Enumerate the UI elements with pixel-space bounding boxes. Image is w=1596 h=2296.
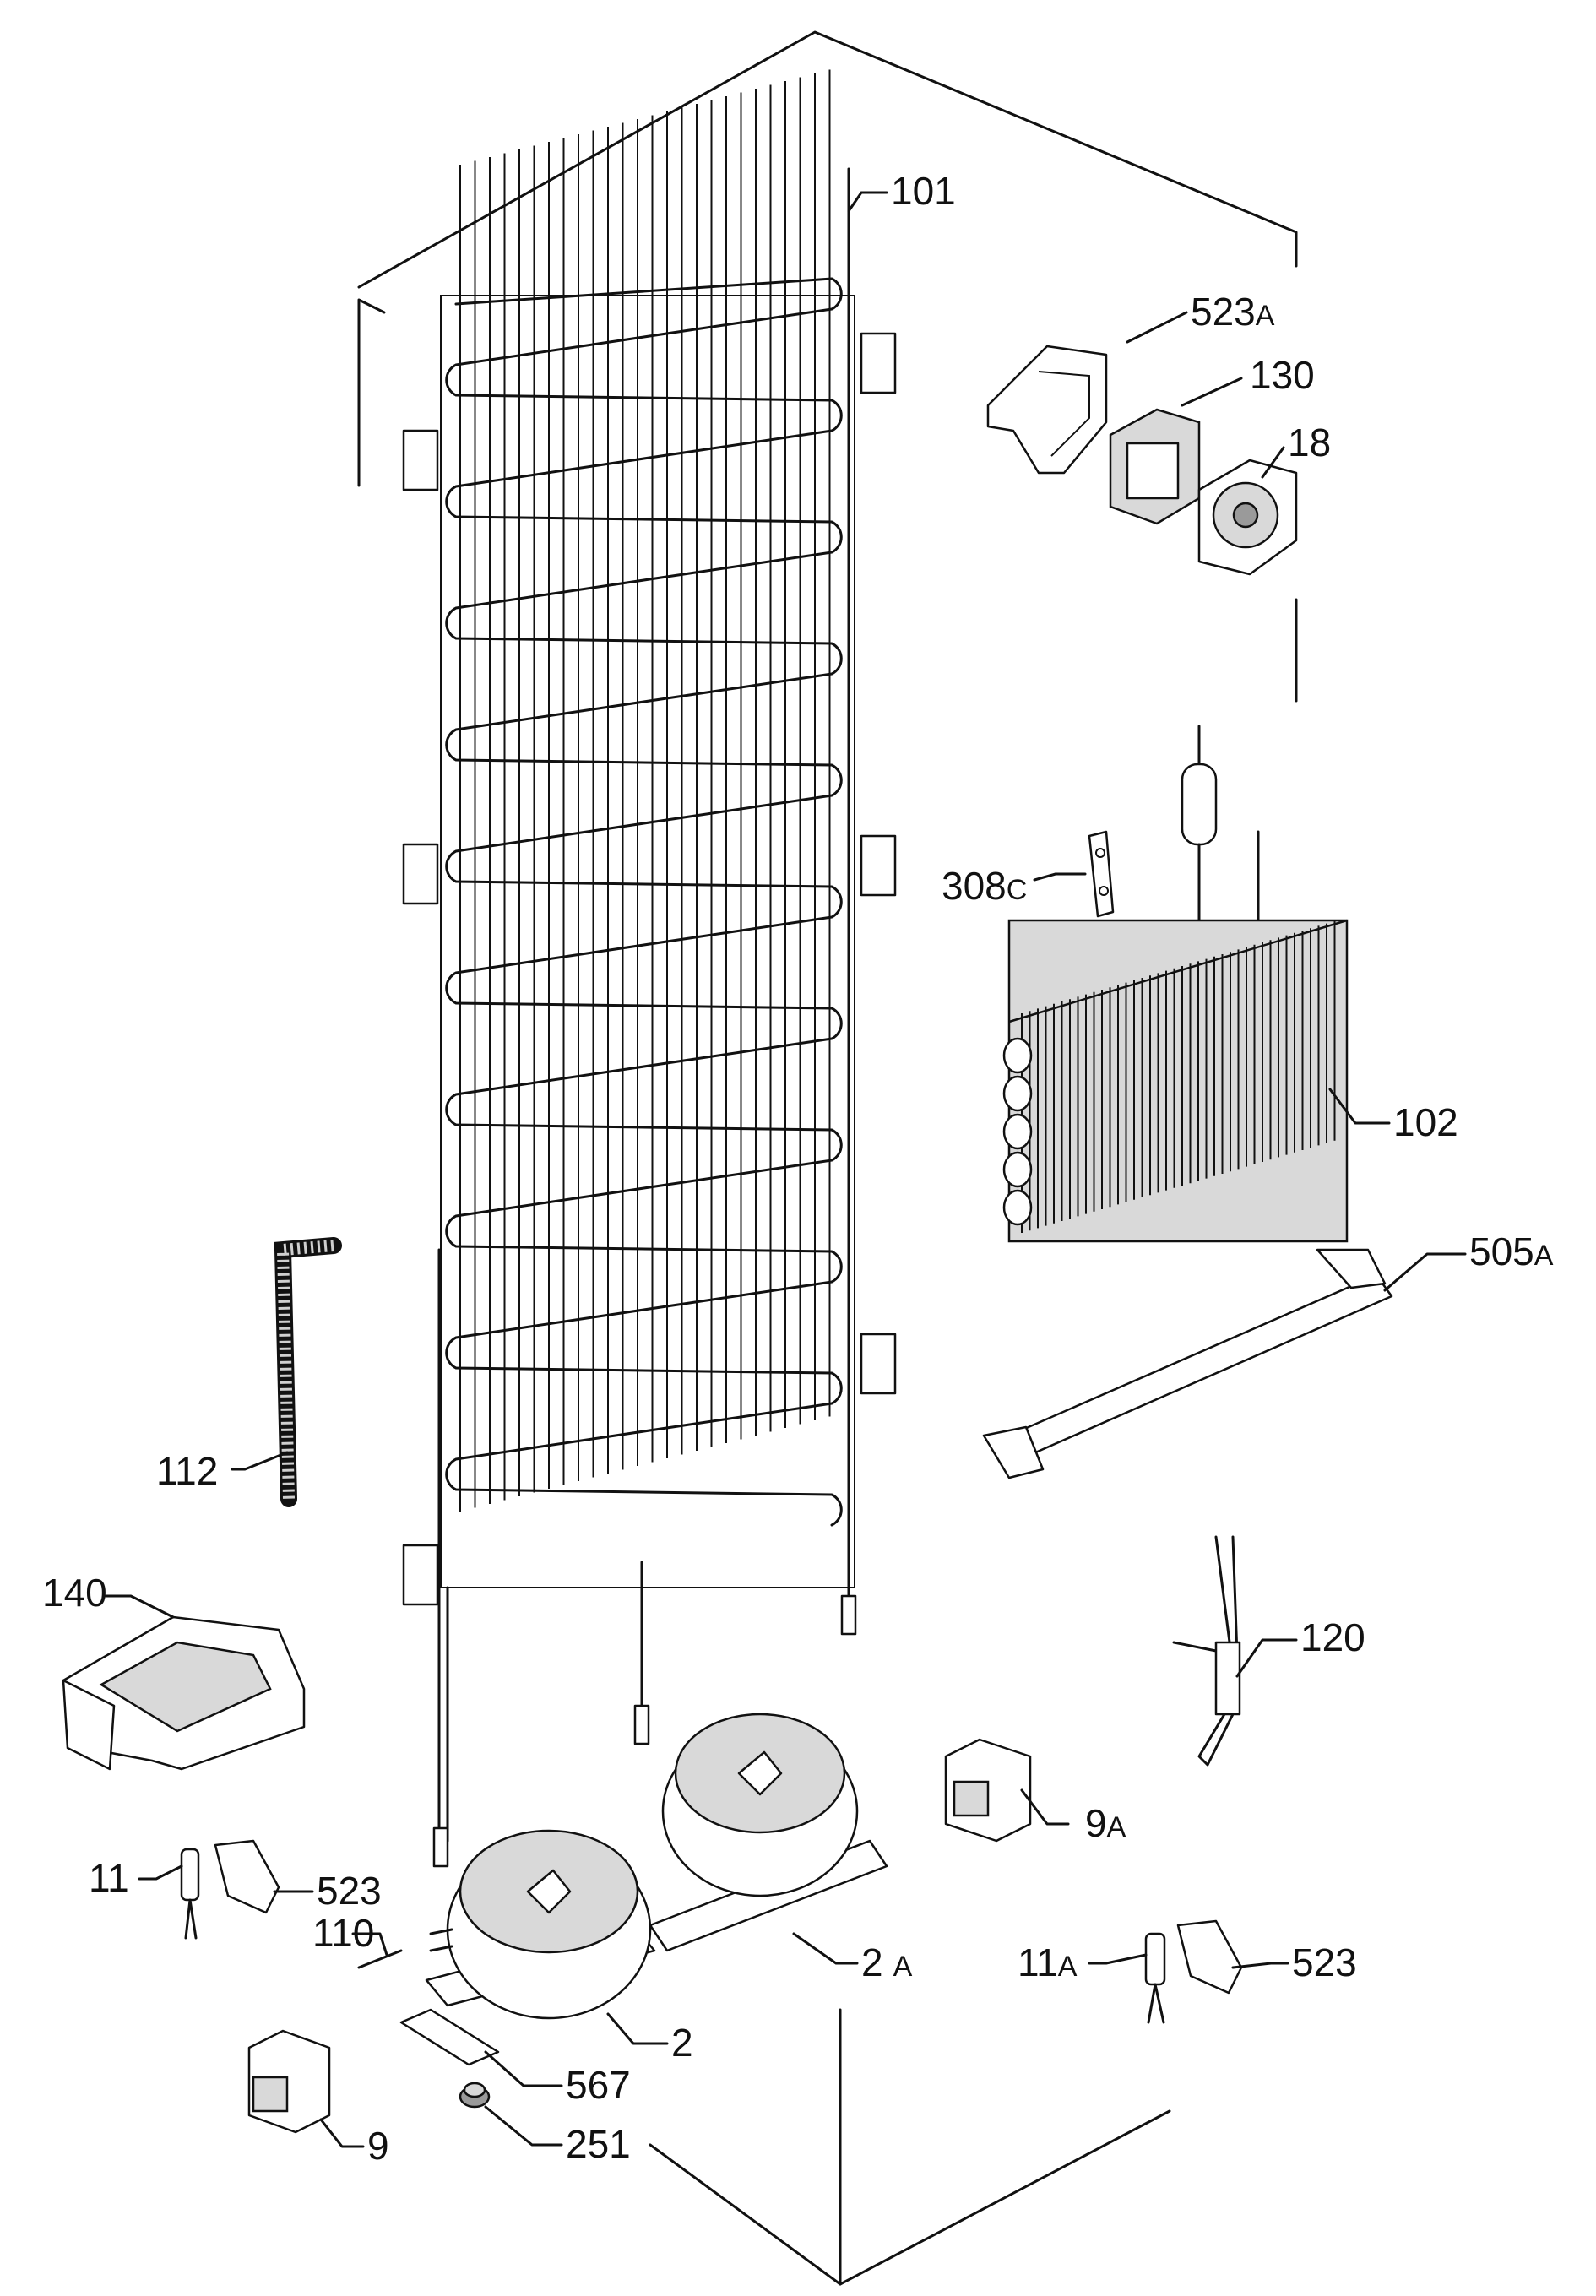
label-9: 9 (367, 2124, 389, 2168)
label-110: 110 (312, 1911, 374, 1955)
bar-505a (982, 1248, 1393, 1479)
label-2: 2 (671, 2021, 693, 2065)
fan-18 (1197, 459, 1298, 576)
cabinet-outline (357, 30, 1298, 2286)
label-523-right: 523 (1292, 1940, 1357, 1984)
fan-cover-130 (1109, 408, 1201, 525)
label-9a: 9A (1085, 1801, 1126, 1845)
condenser-bracket (402, 332, 897, 1606)
label-523-left: 523 (317, 1869, 382, 1913)
condenser-101 (402, 69, 897, 1868)
label-140: 140 (42, 1571, 107, 1615)
evaporator-102 (1002, 725, 1349, 1243)
label-130: 130 (1250, 353, 1315, 397)
label-308c: 308C (942, 864, 1027, 908)
overload-clip-11-523 (180, 1839, 280, 1940)
evaporator-fins (1002, 920, 1336, 1233)
condenser-wires (445, 69, 843, 1527)
clip-308c (1088, 830, 1115, 918)
relay-9a (944, 1738, 1032, 1843)
leader-lines (104, 191, 1467, 2148)
label-101: 101 (891, 169, 956, 213)
fan-housing-523a (986, 345, 1108, 475)
thermostat-120 (1172, 1535, 1241, 1767)
compressor-2a (649, 1713, 888, 1952)
plate-567 (399, 2008, 500, 2066)
label-505a: 505A (1469, 1229, 1554, 1273)
part-labels: 101 523A 130 18 308C 102 505A 112 140 12… (42, 169, 1554, 2168)
overload-clip-11a-523 (1144, 1919, 1243, 2024)
label-112: 112 (156, 1449, 218, 1493)
label-11a: 11A (1018, 1940, 1078, 1984)
label-251: 251 (566, 2122, 631, 2166)
hose-112 (274, 1237, 342, 1507)
label-11: 11 (89, 1856, 129, 1900)
label-120: 120 (1300, 1615, 1365, 1659)
grommet-251 (459, 2082, 491, 2109)
label-18: 18 (1288, 421, 1331, 464)
compressor-2 (425, 1829, 656, 2020)
drip-tray-140 (62, 1615, 306, 1771)
tube-110 (357, 1949, 403, 1969)
label-523a: 523A (1191, 290, 1275, 334)
label-102: 102 (1393, 1100, 1458, 1144)
relay-9 (247, 2029, 331, 2134)
label-567: 567 (566, 2063, 631, 2107)
